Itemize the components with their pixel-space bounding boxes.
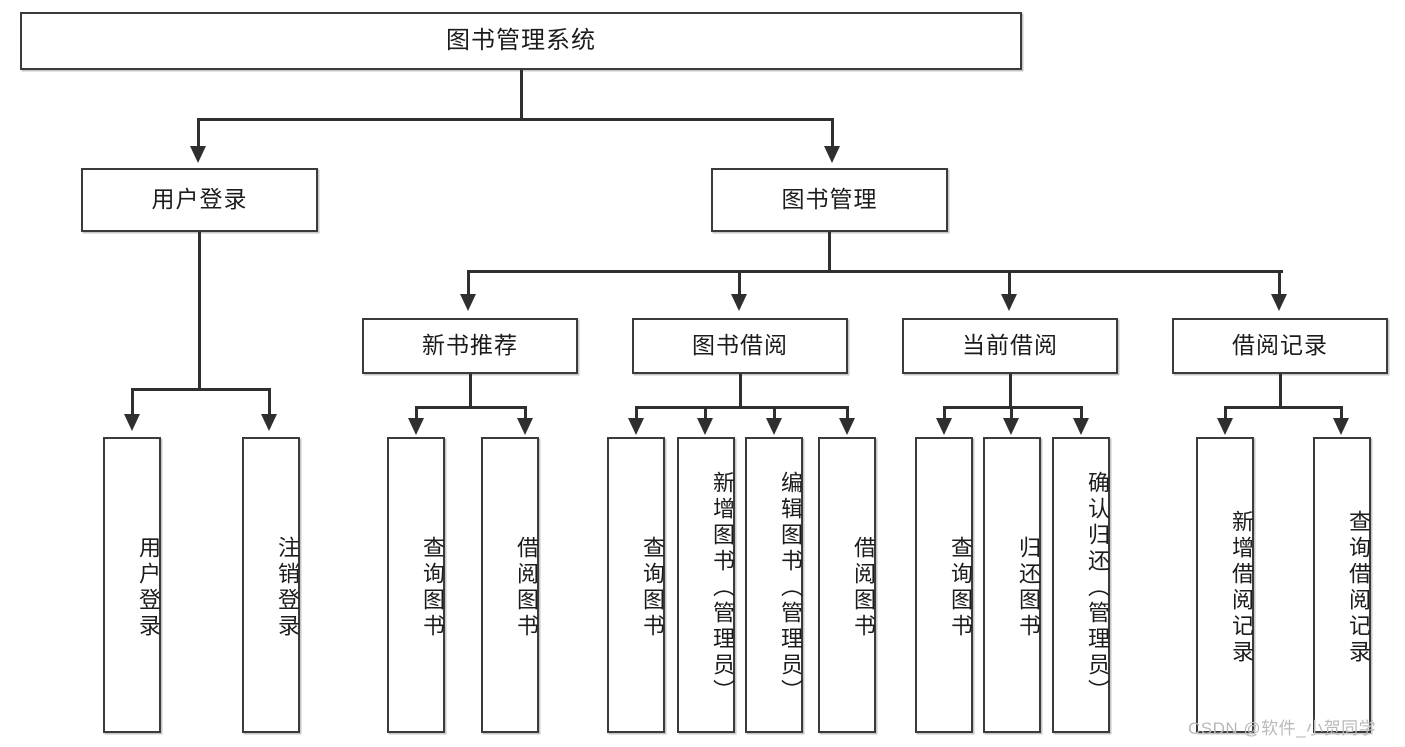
edge-to-leaf-add-record: [1224, 406, 1227, 420]
edge-book-borrow-stem: [739, 374, 742, 408]
node-label: 新书推荐: [422, 332, 518, 359]
node-root-system[interactable]: 图书管理系统: [20, 12, 1022, 70]
arrowhead-to-leaf-return-book: [1003, 418, 1019, 435]
node-label: 借阅图书: [851, 536, 876, 640]
node-user-login[interactable]: 用户登录: [81, 168, 318, 232]
node-label: 借阅记录: [1232, 332, 1328, 359]
node-label: 查询借阅记录: [1346, 510, 1371, 666]
node-label: 新增图书（管理员）: [710, 471, 735, 705]
edge-book-management-stem: [828, 232, 831, 272]
arrowhead-to-leaf-query-book-1: [408, 418, 424, 435]
edge-to-current-borrow: [1008, 270, 1011, 296]
node-label: 用户登录: [151, 186, 248, 213]
watermark: CSDN @软件_小贺同学: [1188, 719, 1377, 738]
node-label: 借阅图书: [514, 536, 539, 640]
edge-to-leaf-confirm-return: [1080, 406, 1083, 420]
node-label: 图书管理系统: [446, 26, 596, 54]
arrowhead-to-leaf-add-record: [1217, 418, 1233, 435]
edge-current-borrow-stem: [1009, 374, 1012, 408]
node-label: 图书借阅: [692, 332, 788, 359]
node-label: 图书管理: [781, 186, 878, 213]
leaf-query-book-2[interactable]: 查询图书: [607, 437, 665, 733]
leaf-confirm-return-admin[interactable]: 确认归还（管理员）: [1052, 437, 1110, 733]
node-book-borrow[interactable]: 图书借阅: [632, 318, 848, 374]
leaf-query-borrow-record[interactable]: 查询借阅记录: [1313, 437, 1371, 733]
arrowhead-to-leaf-borrow-book-2: [839, 418, 855, 435]
leaf-query-book-1[interactable]: 查询图书: [387, 437, 445, 733]
leaf-edit-book-admin[interactable]: 编辑图书（管理员）: [745, 437, 803, 733]
arrowhead-to-book-management: [824, 146, 840, 163]
edge-to-leaf-edit-book: [773, 406, 776, 420]
node-borrow-records[interactable]: 借阅记录: [1172, 318, 1388, 374]
node-label: 新增借阅记录: [1229, 510, 1254, 666]
edge-to-leaf-add-book: [704, 406, 707, 420]
node-label: 注销登录: [275, 536, 300, 640]
node-new-book-recommend[interactable]: 新书推荐: [362, 318, 578, 374]
edge-to-leaf-query-book-3: [943, 406, 946, 420]
node-label: 当前借阅: [962, 332, 1058, 359]
edge-to-leaf-query-record: [1340, 406, 1343, 420]
edge-to-book-borrow: [738, 270, 741, 296]
edge-to-user-login: [197, 118, 200, 148]
edge-user-login-stem: [198, 232, 201, 390]
leaf-borrow-book-1[interactable]: 借阅图书: [481, 437, 539, 733]
edge-new-book-rec-stem: [469, 374, 472, 408]
leaf-add-borrow-record[interactable]: 新增借阅记录: [1196, 437, 1254, 733]
arrowhead-to-leaf-borrow-book-1: [517, 418, 533, 435]
node-label: 归还图书: [1016, 536, 1041, 640]
arrowhead-to-borrow-records: [1271, 294, 1287, 311]
node-current-borrow[interactable]: 当前借阅: [902, 318, 1118, 374]
edge-user-login-bus: [131, 388, 271, 391]
arrowhead-to-leaf-query-book-2: [628, 418, 644, 435]
leaf-borrow-book-2[interactable]: 借阅图书: [818, 437, 876, 733]
arrowhead-to-leaf-confirm-return: [1073, 418, 1089, 435]
edge-to-book-management: [831, 118, 834, 148]
node-label: 查询图书: [640, 536, 665, 640]
edge-to-leaf-return-book: [1010, 406, 1013, 420]
edge-to-borrow-records: [1278, 270, 1281, 296]
arrowhead-to-current-borrow: [1001, 294, 1017, 311]
edge-book-borrow-bus: [635, 406, 849, 409]
arrowhead-to-leaf-query-book-3: [936, 418, 952, 435]
edge-to-leaf-query-book-2: [635, 406, 638, 420]
leaf-user-login[interactable]: 用户登录: [103, 437, 161, 733]
arrowhead-to-new-book-rec: [460, 294, 476, 311]
edge-to-leaf-logout: [268, 388, 271, 416]
edge-new-book-rec-bus: [415, 406, 527, 409]
edge-borrow-records-stem: [1279, 374, 1282, 408]
node-label: 查询图书: [948, 536, 973, 640]
node-book-management[interactable]: 图书管理: [711, 168, 948, 232]
edge-current-borrow-bus: [943, 406, 1083, 409]
node-label: 用户登录: [136, 536, 161, 640]
edge-borrow-records-bus: [1224, 406, 1342, 409]
node-label: 确认归还（管理员）: [1085, 471, 1110, 705]
arrowhead-to-leaf-logout: [261, 414, 277, 431]
leaf-query-book-3[interactable]: 查询图书: [915, 437, 973, 733]
edge-level2-bus: [197, 118, 834, 121]
edge-root-stem: [520, 70, 523, 118]
arrowhead-to-book-borrow: [731, 294, 747, 311]
arrowhead-to-leaf-user-login: [124, 414, 140, 431]
arrowhead-to-leaf-edit-book: [766, 418, 782, 435]
node-label: 查询图书: [420, 536, 445, 640]
edge-to-leaf-borrow-book-2: [846, 406, 849, 420]
leaf-return-book[interactable]: 归还图书: [983, 437, 1041, 733]
edge-level3-bus: [467, 270, 1283, 273]
arrowhead-to-user-login: [190, 146, 206, 163]
edge-to-leaf-borrow-book-1: [524, 406, 527, 420]
edge-to-new-book-rec: [467, 270, 470, 296]
leaf-logout[interactable]: 注销登录: [242, 437, 300, 733]
arrowhead-to-leaf-query-record: [1333, 418, 1349, 435]
edge-to-leaf-query-book-1: [415, 406, 418, 420]
arrowhead-to-leaf-add-book: [697, 418, 713, 435]
edge-to-leaf-user-login: [131, 388, 134, 416]
leaf-add-book-admin[interactable]: 新增图书（管理员）: [677, 437, 735, 733]
node-label: 编辑图书（管理员）: [778, 471, 803, 705]
